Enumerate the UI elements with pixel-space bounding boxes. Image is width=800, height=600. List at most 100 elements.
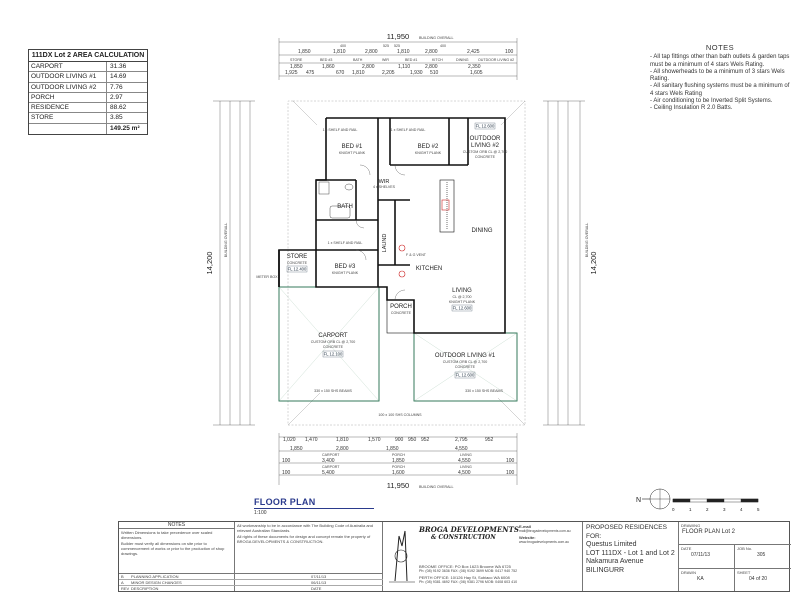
room-labels: 1 x SHELF AND RAIL BED #1 KNIGHT PLANK 1… (256, 122, 507, 417)
svg-text:100: 100 (506, 470, 515, 476)
column-note: 100 x 100 SHS COLUMNS (378, 413, 422, 417)
bed2-sub: KNIGHT PLANK (415, 151, 442, 155)
scale-tick: 4 (740, 507, 743, 512)
wir-label: WIR (379, 179, 390, 185)
note-item: Ceiling Insulation R 2.0 Batts. (650, 105, 790, 112)
top-dim-values: 1,850 1,810 2,800 1,810 2,800 2,425 100 … (285, 44, 514, 76)
kitchen-fixtures (398, 199, 450, 278)
drawn-sheet-cell: DRAWN KA SHEET 04 of 20 (679, 569, 791, 591)
svg-text:1,810: 1,810 (397, 49, 410, 55)
svg-text:1,020: 1,020 (283, 437, 296, 443)
area-total: 149.25 m² (110, 124, 140, 132)
svg-text:2,800: 2,800 (362, 64, 375, 70)
sheet-number: 04 of 20 (749, 576, 768, 582)
svg-text:400: 400 (440, 44, 446, 48)
bed3-shelf-label: 1 x SHELF AND RAIL (328, 241, 363, 245)
svg-text:2,800: 2,800 (425, 49, 438, 55)
area-total-row: 149.25 m² (29, 123, 147, 135)
svg-text:1,470: 1,470 (305, 437, 318, 443)
revision-row: REV DESCRIPTION DATE (121, 586, 322, 591)
email-link[interactable]: mail@brogadevelopments.com.au (519, 529, 571, 533)
north-and-scale: N 0 1 2 3 4 5 (636, 488, 760, 512)
title-block-note: All workmanship to be in accordance with… (237, 523, 374, 533)
svg-text:1,850: 1,850 (386, 446, 399, 452)
outdoor2-sub2: CONCRETE (475, 155, 496, 159)
company-block: BROGA DEVELOPMENTS & CONSTRUCTION BROOME… (383, 522, 583, 591)
bottom-dim-values: 1,020 1,470 1,810 1,570 900 950 952 2,79… (282, 437, 515, 476)
scale-tick: 3 (723, 507, 726, 512)
drawing-info-block: DRAWING FLOOR PLAN Lot 2 DATE 07/11/13 J… (679, 522, 791, 591)
svg-text:1,860: 1,860 (322, 64, 335, 70)
svg-text:2,800: 2,800 (365, 49, 378, 55)
company-name-line1: BROGA DEVELOPMENTS (419, 525, 519, 534)
wir-shelf-label: 4 x SHELVES (373, 185, 396, 189)
carport-beam-label: 330 x 150 SHS BEAMS (314, 389, 352, 393)
title-block-note: Builder must verify all dimensions on si… (121, 541, 225, 556)
svg-text:4,500: 4,500 (458, 470, 471, 476)
note-item: All sanitary flushing systems must be a … (650, 83, 790, 98)
north-label: N (636, 497, 641, 504)
svg-text:670: 670 (336, 70, 345, 76)
svg-text:2,800: 2,800 (425, 64, 438, 70)
svg-text:1,925: 1,925 (285, 70, 298, 76)
note-item: All tap fittings other than bath outlets… (650, 54, 790, 69)
svg-text:950: 950 (408, 437, 417, 443)
scale-tick: 0 (672, 507, 675, 512)
note-item: Air conditioning to be Inverted Split Sy… (650, 98, 790, 105)
title-block-notes: NOTES Written Dimensions to take precede… (119, 522, 235, 591)
bed2-shelf-label: 1 x SHELF AND RAIL (391, 128, 426, 132)
svg-text:1,850: 1,850 (298, 49, 311, 55)
svg-text:KITCH: KITCH (432, 58, 443, 62)
svg-text:1,570: 1,570 (368, 437, 381, 443)
broome-phone: Ph: (08) 9192 3636 FAX: (08) 9192 3699 M… (419, 569, 518, 573)
perth-office: PERTH OFFICE: 10/126 Hay St, Subiaco WA … (419, 575, 510, 580)
svg-text:2,205: 2,205 (382, 70, 395, 76)
carport-label: CARPORT (318, 333, 348, 339)
living-sub2: KNIGHT PLANK (449, 300, 476, 304)
dining-label: DINING (472, 228, 493, 234)
carport-sub2: CONCRETE (323, 345, 344, 349)
svg-text:1,605: 1,605 (470, 70, 483, 76)
laund-label: LAUND (382, 234, 388, 253)
right-overall-label: BUILDING OVERALL (585, 223, 589, 258)
svg-text:475: 475 (306, 70, 315, 76)
bath-label: BATH (337, 204, 353, 210)
svg-text:LIVING: LIVING (460, 465, 472, 469)
svg-text:1,600: 1,600 (392, 470, 405, 476)
svg-text:OUTDOOR LIVING #2: OUTDOOR LIVING #2 (478, 58, 514, 62)
svg-text:CARPORT: CARPORT (322, 465, 340, 469)
right-overall-dim: 14,200 (589, 252, 598, 275)
svg-text:BATH: BATH (353, 58, 363, 62)
notes-panel: NOTES All tap fittings other than bath o… (650, 44, 790, 113)
svg-text:952: 952 (485, 437, 494, 443)
left-overall-label: BUILDING OVERALL (224, 223, 228, 258)
bottom-overall-dim: 11,950 (387, 481, 409, 490)
title-block-notes-cont: All workmanship to be in accordance with… (119, 522, 383, 591)
website-label: Website: (519, 535, 536, 540)
drawing-name: FLOOR PLAN Lot 2 (682, 529, 736, 535)
svg-text:BED #3: BED #3 (320, 58, 332, 62)
svg-text:2,795: 2,795 (455, 437, 468, 443)
svg-text:1,850: 1,850 (290, 446, 303, 452)
svg-text:525: 525 (394, 44, 400, 48)
bed1-label: BED #1 (342, 144, 363, 150)
svg-text:4,550: 4,550 (458, 458, 471, 464)
svg-text:1,810: 1,810 (336, 437, 349, 443)
revisions-table: B PLANNING APPLICATION 07/11/13 A MINOR … (119, 573, 383, 591)
company-logo-icon (389, 530, 415, 583)
note-item: All showerheads to be a minimum of 3 sta… (650, 69, 790, 84)
scale-bar (672, 498, 759, 503)
drawing-date: 07/11/13 (691, 552, 711, 558)
scale-tick: 5 (757, 507, 760, 512)
svg-text:100: 100 (505, 49, 514, 55)
drawn-by: KA (697, 576, 704, 582)
website-link[interactable]: www.brogadevelopments.com.au (519, 540, 569, 544)
kitchen-label: KITCHEN (416, 266, 442, 272)
svg-text:DINING: DINING (456, 58, 469, 62)
revision-row: B PLANNING APPLICATION 07/11/13 (119, 574, 383, 580)
svg-text:2,350: 2,350 (468, 64, 481, 70)
drawing-scale: 1:100 (254, 510, 267, 516)
svg-text:WIR: WIR (382, 58, 389, 62)
svg-text:PORCH: PORCH (392, 465, 405, 469)
